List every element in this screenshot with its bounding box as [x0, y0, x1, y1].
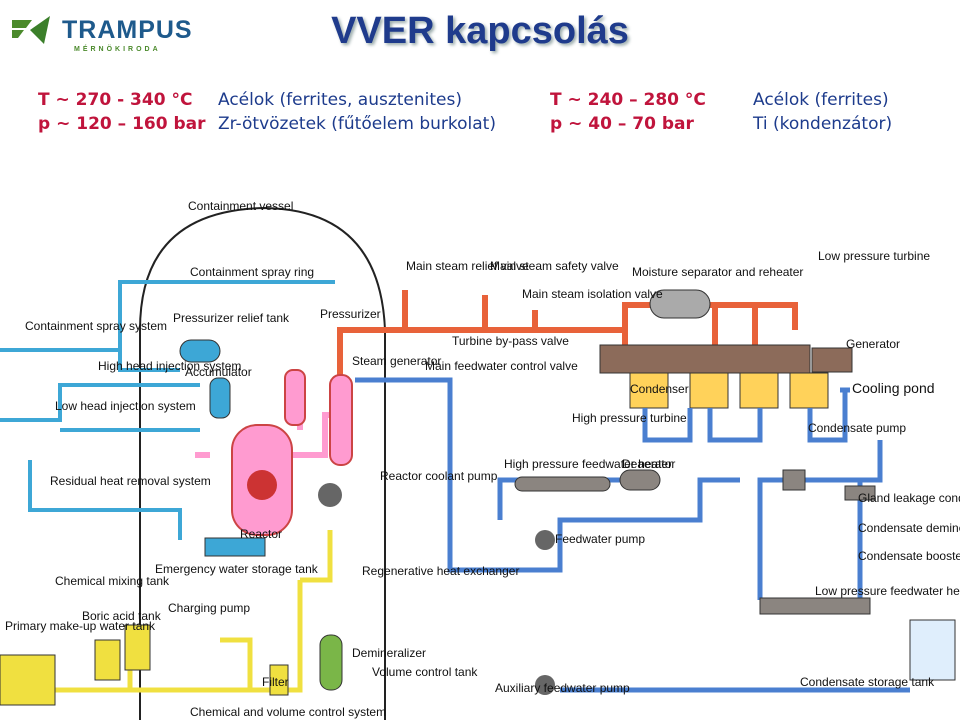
steam-lines	[337, 290, 798, 375]
vver-diagram: Containment vessel Containment spray rin…	[0, 199, 960, 720]
lp-feedwater-heater	[759, 597, 871, 615]
primary-loop	[179, 339, 353, 557]
demineralizer-vessel	[319, 634, 343, 691]
pressurizer-vessel	[284, 369, 306, 426]
label-deaerator: Deaerator	[622, 457, 675, 471]
secondary-temp: T ~ 240 – 280 °C	[550, 90, 706, 110]
condenser-2	[689, 372, 729, 409]
label-condenser: Condenser	[630, 382, 689, 396]
condenser-4	[789, 372, 829, 409]
turbine-casing	[599, 344, 811, 374]
primary-makeup-tank	[0, 654, 56, 706]
hp-feedwater-heater	[514, 476, 611, 492]
label-aux-feedwater: Auxiliary feedwater pump	[495, 681, 630, 695]
boric-acid-tank-vessel	[124, 624, 151, 671]
primary-temp: T ~ 270 - 340 °C	[38, 90, 193, 110]
label-low-head-injection: Low head injection system	[55, 399, 196, 413]
label-primary-makeup: Primary make-up water tank	[5, 619, 156, 633]
safety-lines	[0, 280, 200, 540]
page-title: VVER kapcsolás	[331, 10, 629, 52]
label-main-steam-safety: Main steam safety valve	[490, 259, 619, 273]
label-condensate-pump: Condensate pump	[808, 421, 906, 435]
label-high-head-injection: High head injection system	[98, 359, 241, 373]
label-generator: Generator	[846, 337, 900, 351]
label-pressurizer: Pressurizer	[320, 307, 381, 321]
label-demineralizer: Demineralizer	[352, 646, 426, 660]
primary-params: T ~ 270 - 340 °C p ~ 120 – 160 bar	[38, 88, 206, 136]
label-hp-turbine: High pressure turbine	[572, 411, 687, 425]
reactor-core	[247, 470, 277, 500]
primary-material-2: Zr-ötvözetek (fűtőelem burkolat)	[218, 114, 496, 134]
condenser-3	[739, 372, 779, 409]
label-boric-acid: Boric acid tank	[82, 609, 162, 623]
deaerator-vessel	[619, 469, 661, 491]
gland-leakage-condenser	[782, 469, 806, 491]
diagram-labels: Containment vessel Containment spray rin…	[5, 199, 960, 719]
aux-feedwater-pump-icon	[535, 675, 555, 695]
secondary-material-2: Ti (kondenzátor)	[753, 114, 893, 134]
label-chemical-mixing: Chemical mixing tank	[55, 574, 170, 588]
label-charging-pump: Charging pump	[168, 601, 250, 615]
label-containment-spray-system: Containment spray system	[25, 319, 167, 333]
feedwater-pump-icon	[535, 530, 555, 550]
label-residual-heat: Residual heat removal system	[50, 474, 211, 488]
cvcs-equipment	[0, 624, 343, 706]
containment-vessel-outline	[139, 206, 386, 720]
label-lp-fw-heater: Low pressure feedwater heater	[815, 584, 960, 598]
condensate-demineralizer	[844, 485, 876, 501]
logo-mark-icon	[12, 16, 50, 44]
primary-material-1: Acélok (ferrites, ausztenites)	[218, 90, 462, 110]
label-main-feedwater: Main feedwater control valve	[425, 359, 578, 373]
label-condensate-storage: Condensate storage tank	[800, 675, 935, 689]
header: TRAMPUS MÉRNÖKIRODA VVER kapcsolás T ~ 2…	[0, 0, 960, 165]
trampus-logo: TRAMPUS MÉRNÖKIRODA	[10, 12, 210, 53]
label-containment-spray-ring: Containment spray ring	[190, 265, 314, 279]
condenser-1	[629, 372, 669, 409]
label-feedwater-pump: Feedwater pump	[555, 532, 645, 546]
chemical-mixing-tank-vessel	[94, 639, 121, 681]
label-turbine-bypass: Turbine by-pass valve	[452, 334, 569, 348]
label-containment-vessel: Containment vessel	[188, 199, 293, 213]
generator-body	[811, 347, 853, 373]
logo-name: TRAMPUS	[62, 16, 193, 44]
logo-tagline: MÉRNÖKIRODA	[74, 46, 161, 53]
reactor-coolant-pump-icon	[318, 483, 342, 507]
turbine-train	[599, 289, 853, 409]
label-main-steam-isolation: Main steam isolation valve	[522, 287, 663, 301]
pressurizer-relief-tank	[179, 339, 221, 363]
label-regen-hx: Regenerative heat exchanger	[362, 564, 519, 578]
label-steam-generator: Steam generator	[352, 354, 441, 368]
emergency-water-tank	[204, 537, 266, 557]
accumulator-vessel	[209, 377, 231, 419]
label-hp-fw-heater: High pressure feedwater heater	[504, 457, 672, 471]
filter-vessel	[269, 664, 289, 696]
label-gland-leakage: Gland leakage condenser	[858, 491, 960, 505]
primary-pressure: p ~ 120 – 160 bar	[38, 114, 206, 134]
label-cooling-pond: Cooling pond	[852, 380, 935, 396]
label-condensate-demin: Condensate demineralizer	[858, 521, 960, 535]
primary-materials: Acélok (ferrites, ausztenites) Zr-ötvöze…	[218, 88, 496, 136]
label-moisture-separator: Moisture separator and reheater	[632, 265, 803, 279]
label-filter: Filter	[262, 675, 289, 689]
condensate-storage-tank	[909, 619, 956, 681]
label-pressurizer-relief-tank: Pressurizer relief tank	[173, 311, 290, 325]
steam-generator-vessel	[329, 374, 353, 466]
label-emergency-water: Emergency water storage tank	[155, 562, 319, 576]
label-condensate-booster: Condensate booster pump	[858, 549, 960, 563]
moisture-separator	[649, 289, 711, 319]
secondary-materials: Acélok (ferrites) Ti (kondenzátor)	[753, 88, 892, 136]
label-accumulator: Accumulator	[185, 365, 252, 379]
label-main-steam-relief: Main steam relief valve	[406, 259, 529, 273]
label-lp-turbine: Low pressure turbine	[818, 249, 930, 263]
label-cvcs: Chemical and volume control system	[190, 705, 386, 719]
label-reactor: Reactor	[240, 527, 282, 541]
cooling-water-lines	[642, 387, 850, 443]
secondary-params: T ~ 240 – 280 °C p ~ 40 – 70 bar	[550, 88, 706, 136]
secondary-material-1: Acélok (ferrites)	[753, 90, 889, 110]
secondary-pressure: p ~ 40 – 70 bar	[550, 114, 694, 134]
label-volume-control: Volume control tank	[372, 665, 478, 679]
secondary-equipment	[514, 469, 956, 695]
label-reactor-coolant-pump: Reactor coolant pump	[380, 469, 498, 483]
